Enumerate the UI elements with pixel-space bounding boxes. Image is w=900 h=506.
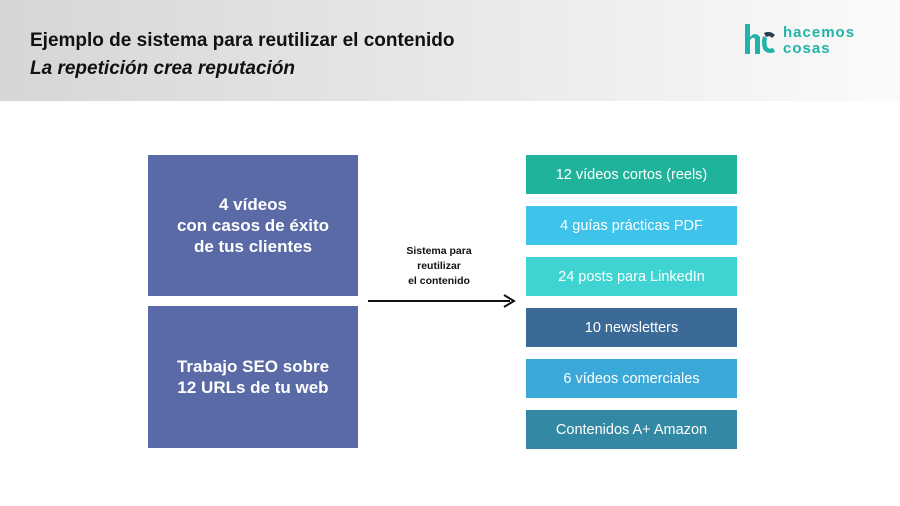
source-videos-box: 4 vídeos con casos de éxito de tus clien…: [148, 155, 358, 296]
output-amazon-content-box: Contenidos A+ Amazon: [526, 410, 737, 449]
output-reels-box: 12 vídeos cortos (reels): [526, 155, 737, 194]
output-pdf-guides-box: 4 guías prácticas PDF: [526, 206, 737, 245]
logo-text-cosas: cosas: [783, 40, 831, 57]
page-title: Ejemplo de sistema para reutilizar el co…: [30, 30, 455, 51]
page-subtitle: La repetición crea reputación: [30, 58, 296, 79]
output-linkedin-posts-box: 24 posts para LinkedIn: [526, 257, 737, 296]
arrow-right-icon: [368, 294, 516, 308]
arrow-label: Sistema para reutilizar el contenido: [406, 245, 472, 287]
brand-logo: hacemos cosas: [743, 22, 873, 58]
header-bar: Ejemplo de sistema para reutilizar el co…: [0, 0, 900, 101]
hc-logo-icon: [745, 24, 775, 54]
source-seo-box: Trabajo SEO sobre 12 URLs de tu web: [148, 306, 358, 448]
output-commercial-videos-box: 6 vídeos comerciales: [526, 359, 737, 398]
output-newsletters-box: 10 newsletters: [526, 308, 737, 347]
logo-text-hacemos: hacemos: [783, 24, 856, 41]
